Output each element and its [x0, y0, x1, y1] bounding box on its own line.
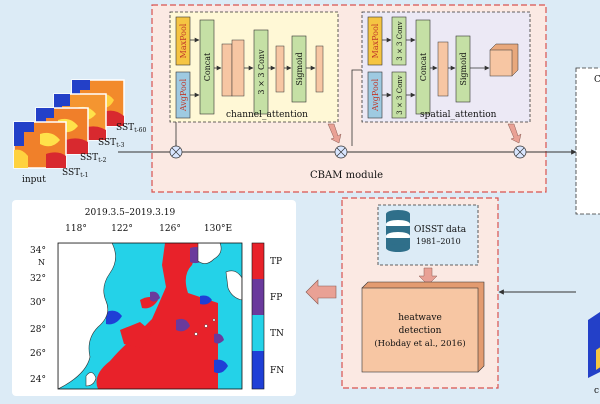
spatial-sigmoid-block: Sigmoid: [455, 35, 471, 103]
channel-conv-block: 3 × 3 Conv: [253, 29, 269, 115]
lat-axis-letter: N: [38, 258, 45, 267]
map-legend: TP FP TN FN: [251, 242, 284, 390]
spatial-arrows: [382, 37, 490, 98]
database-icon: [386, 210, 410, 252]
legend-swatch-tn: [252, 315, 264, 351]
lon-label-122: 122°: [111, 224, 133, 234]
input-stack: input SSTt-60 SSTt-3 SSTt-2 SSTt-1: [13, 79, 146, 185]
channel-sigmoid-block: Sigmoid: [291, 35, 307, 103]
sst-label-t2: SSTt-2: [80, 153, 107, 164]
input-label: input: [22, 175, 46, 185]
channel-output-bar: [315, 45, 324, 93]
legend-label-fn: FN: [270, 366, 284, 376]
svg-text:MaxPool: MaxPool: [371, 23, 380, 58]
svg-text:3 × 3 Conv: 3 × 3 Conv: [257, 49, 266, 95]
attention-output-arrows: [327, 123, 522, 144]
cbam-module: MaxPool AvgPool Concat 3 × 3 Conv Sigmoi…: [118, 4, 577, 193]
multiply-node-3: [513, 145, 527, 159]
lat-label-32: 32°: [30, 274, 46, 284]
channel-connectors: [175, 69, 362, 153]
legend-label-tn: TN: [270, 329, 284, 339]
sst-tile-front: [13, 121, 67, 169]
svg-text:heatwave: heatwave: [398, 313, 442, 323]
svg-text:3 × 3 Conv: 3 × 3 Conv: [396, 21, 404, 61]
lat-label-24: 24°: [30, 375, 46, 385]
legend-label-tp: TP: [270, 257, 282, 267]
map-area: [58, 243, 242, 389]
multiply-node-1: [169, 145, 183, 159]
channel-attention-label: channel_attention: [226, 110, 308, 120]
map-frame: [57, 242, 243, 390]
oisst-label: OISST data: [414, 225, 467, 235]
svg-text:detection: detection: [399, 326, 442, 336]
spatial-feature-bar: [437, 41, 449, 97]
heatwave-detection-panel: OISST data 1981–2010 heatwave detection …: [341, 197, 576, 389]
channel-avgpool-block: AvgPool: [175, 71, 191, 119]
sst-label-t60: SSTt-60: [116, 123, 146, 134]
channel-feature-bars: [221, 39, 245, 97]
channel-concat-block: Concat: [199, 19, 215, 115]
lat-label-34: 34°: [30, 246, 46, 256]
lat-label-26: 26°: [30, 349, 46, 359]
map-title: 2019.3.5–2019.3.19: [85, 208, 176, 218]
oisst-years: 1981–2010: [416, 237, 461, 246]
spatial-attention-label: spatial_attention: [420, 110, 497, 120]
legend-swatch-fp: [252, 279, 264, 315]
svg-text:AvgPool: AvgPool: [179, 78, 188, 112]
svg-text:MaxPool: MaxPool: [179, 23, 188, 58]
svg-text:C: C: [594, 75, 600, 85]
legend-swatch-fn: [252, 351, 264, 389]
db-to-detection-arrow: [418, 267, 438, 286]
spatial-maxpool-block: MaxPool: [367, 16, 383, 66]
svg-text:c: c: [594, 386, 599, 396]
svg-text:Sigmoid: Sigmoid: [295, 52, 304, 85]
cbam-module-label: CBAM module: [310, 170, 383, 181]
lon-label-126: 126°: [159, 224, 181, 234]
spatial-conv-bottom-block: 3 × 3 Conv: [391, 71, 407, 119]
spatial-avgpool-block: AvgPool: [367, 71, 383, 119]
lat-label-30: 30°: [30, 298, 46, 308]
svg-text:Concat: Concat: [419, 52, 428, 81]
svg-text:(Hobday et al., 2016): (Hobday et al., 2016): [374, 338, 465, 349]
sst-label-t3: SSTt-3: [98, 138, 125, 149]
channel-arrows: [190, 37, 316, 98]
detection-to-map-arrow: [305, 279, 337, 305]
spatial-concat-block: Concat: [415, 19, 431, 115]
lon-label-130: 130°E: [204, 224, 232, 234]
svg-text:3 × 3 Conv: 3 × 3 Conv: [396, 75, 404, 115]
right-edge-panel: C c: [575, 67, 600, 396]
svg-text:Sigmoid: Sigmoid: [459, 52, 468, 85]
map-panel: 2019.3.5–2019.3.19 118° 122° 126° 130°E …: [12, 200, 296, 396]
lat-label-28: 28°: [30, 325, 46, 335]
svg-text:Concat: Concat: [203, 52, 212, 81]
lon-label-118: 118°: [65, 224, 87, 234]
channel-feature-bar-mid: [275, 45, 285, 93]
heatwave-detection-box: heatwave detection (Hobday et al., 2016): [361, 281, 485, 373]
channel-maxpool-block: MaxPool: [175, 16, 191, 66]
multiply-node-2: [334, 145, 348, 159]
spatial-conv-top-block: 3 × 3 Conv: [391, 16, 407, 66]
legend-swatch-tp: [252, 243, 264, 279]
svg-text:AvgPool: AvgPool: [371, 78, 380, 112]
sst-label-t1: SSTt-1: [62, 168, 88, 179]
spatial-output-cube: [489, 43, 519, 77]
legend-label-fp: FP: [270, 293, 282, 303]
